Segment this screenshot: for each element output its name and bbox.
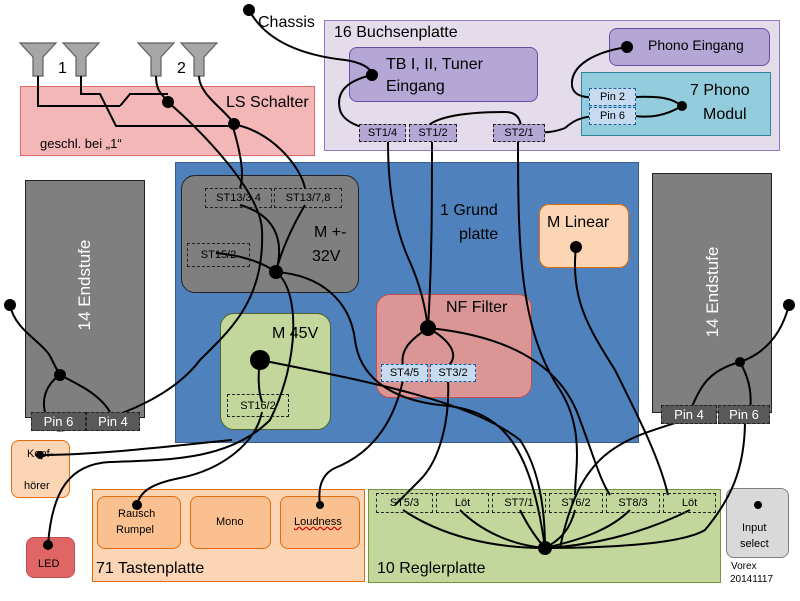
m-linear-label: M Linear [547, 214, 610, 231]
credit-label-1: Vorex [731, 561, 757, 572]
ls-node-right [228, 118, 240, 130]
m-pm32-label-1: M +- [314, 224, 347, 241]
mono-label: Mono [216, 516, 244, 528]
nf-filter-node [420, 320, 436, 336]
grundplatte-label-2: platte [459, 226, 499, 243]
st13-34-connector: ST13/3,4 [205, 188, 272, 208]
speaker-group-2-label: 2 [177, 60, 186, 77]
chassis-label: Chassis [258, 14, 315, 31]
grundplatte-label-1: 1 Grund [440, 202, 498, 219]
kopfhoerer-node [36, 451, 44, 459]
input-select-label-1: Input [742, 522, 767, 534]
kopfhoerer-label-2: hörer [24, 480, 50, 492]
m-linear-module [539, 204, 629, 268]
reglerplatte-node [538, 541, 552, 555]
ls-node-left [162, 96, 174, 108]
m-45v-label: M 45V [272, 325, 319, 342]
speaker-2a-icon [136, 42, 176, 77]
st3-2-connector: ST3/2 [430, 364, 476, 382]
tb-eingang-box [349, 47, 538, 102]
kopfhoerer-box [11, 440, 70, 498]
endstufe-right-pin4: Pin 4 [661, 405, 717, 424]
m-linear-node [570, 241, 582, 253]
tb-eingang-label-2: Eingang [386, 78, 445, 95]
loet-connector-1: Löt [436, 493, 489, 513]
m-pm32-label-2: 32V [312, 248, 341, 265]
loudness-label: Loudness [294, 516, 342, 528]
m-45v-node [250, 350, 270, 370]
endstufe-left [25, 180, 145, 418]
input-select-node [754, 501, 762, 509]
left-edge-node [4, 299, 16, 311]
st4-5-connector: ST4/5 [381, 364, 428, 382]
m-pm32-node [269, 265, 283, 279]
buchsenplatte-title: 16 Buchsenplatte [334, 24, 458, 41]
st2-1-connector: ST2/1 [493, 124, 545, 142]
rausch-rumpel-label-1: Rausch [118, 508, 156, 520]
nf-filter-label: NF Filter [446, 299, 508, 316]
input-select-box [726, 488, 789, 558]
st5-3-connector: ST5/3 [376, 493, 433, 513]
st1-4-connector: ST1/4 [359, 124, 406, 142]
reglerplatte-title: 10 Reglerplatte [377, 560, 486, 577]
phono-pin2-connector: Pin 2 [589, 88, 636, 106]
speaker-group-1-label: 1 [58, 60, 67, 77]
st7-1-connector: ST7/1 [492, 493, 546, 513]
phono-eingang-node [621, 41, 633, 53]
chassis-node [243, 4, 255, 16]
st1-2-connector: ST1/2 [409, 124, 457, 142]
endstufe-right-node [735, 357, 745, 367]
input-select-label-2: select [740, 538, 769, 550]
tb-eingang-node [366, 69, 378, 81]
reglerplatte-board [368, 489, 721, 583]
endstufe-right [652, 173, 772, 413]
right-edge-node [783, 299, 795, 311]
st13-78-connector: ST13/7,8 [274, 188, 342, 208]
speaker-1a-icon [18, 42, 58, 77]
phono-pin6-connector: Pin 6 [589, 107, 636, 125]
mono-button [190, 496, 271, 549]
st16-2-connector: ST16/2 [227, 394, 289, 417]
tastenplatte-title: 71 Tastenplatte [96, 560, 205, 577]
st6-2-connector: ST6/2 [549, 493, 603, 513]
ls-schalter-note: geschl. bei „1“ [40, 136, 122, 151]
speaker-2b-icon [179, 42, 219, 77]
phono-modul-label-2: Modul [703, 106, 747, 123]
speaker-1b-icon [61, 42, 101, 77]
endstufe-left-node [54, 369, 66, 381]
endstufe-left-pin4: Pin 4 [86, 412, 140, 431]
st15-2-connector: ST15/2 [187, 243, 250, 267]
ls-schalter-title: LS Schalter [226, 94, 309, 111]
phono-modul-label-1: 7 Phono [690, 82, 750, 99]
rausch-rumpel-label-2: Rumpel [116, 524, 154, 536]
tb-eingang-label-1: TB I, II, Tuner [386, 56, 483, 73]
rausch-rumpel-node [132, 500, 142, 510]
loudness-node [316, 501, 324, 509]
led-node [43, 540, 53, 550]
st8-3-connector: ST8/3 [606, 493, 660, 513]
led-label: LED [38, 558, 60, 570]
loet-connector-2: Löt [663, 493, 716, 513]
credit-label-2: 20141117 [730, 574, 774, 585]
phono-eingang-box [609, 28, 770, 66]
phono-eingang-label: Phono Eingang [648, 37, 744, 53]
endstufe-right-pin6: Pin 6 [718, 405, 770, 424]
endstufe-left-pin6: Pin 6 [31, 412, 86, 431]
phono-modul-node [677, 101, 687, 111]
